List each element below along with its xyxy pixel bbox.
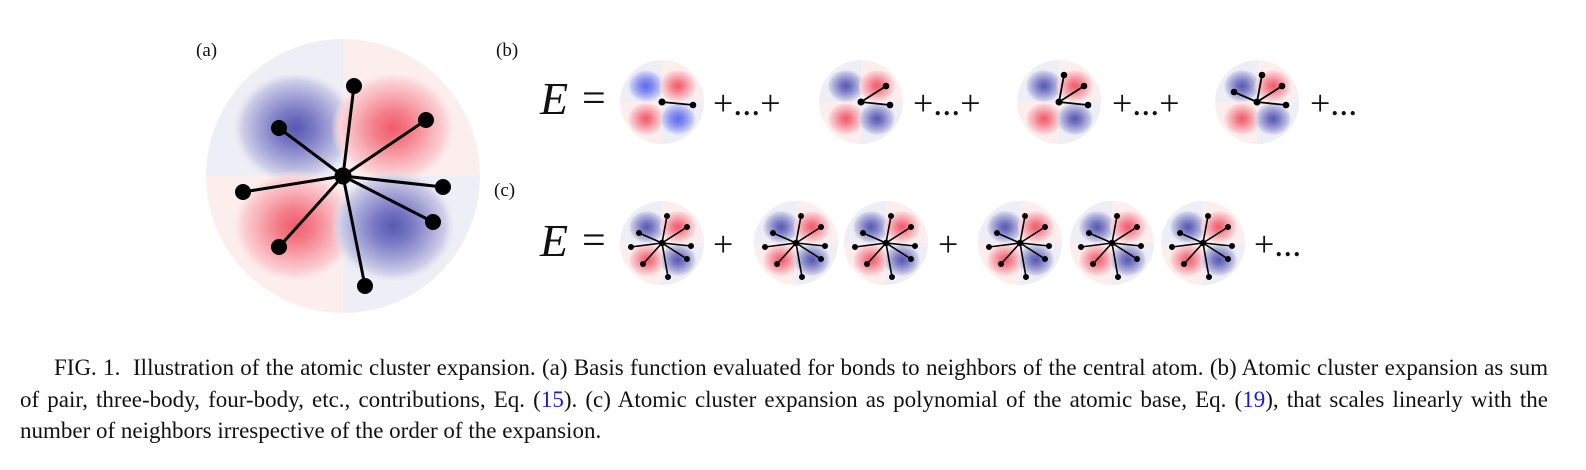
atomic-base-term-3c	[1161, 201, 1245, 285]
equation-c-equals: =	[582, 218, 606, 264]
equation-b-lhs: E	[540, 73, 569, 124]
term-four-body	[1017, 60, 1101, 144]
atomic-base-term-3b	[1070, 201, 1154, 285]
equation-c-op-2: +	[938, 224, 959, 264]
panel-label-c: (c)	[494, 180, 516, 201]
atomic-base-term-1	[620, 201, 704, 285]
caption-label: FIG. 1.	[54, 355, 121, 380]
atomic-base-term-2a	[754, 201, 838, 285]
panel-label-b: (b)	[496, 40, 519, 61]
caption-ref-eq19[interactable]: 19	[1242, 386, 1266, 412]
equation-c-op-3: +...	[1254, 224, 1302, 264]
caption-text-2: ). (c) Atomic cluster expansion as polyn…	[563, 386, 1243, 412]
panel-label-a: (a)	[196, 40, 218, 61]
equation-c-lhs: E	[540, 215, 569, 266]
caption-text-3: ), that scales linearly with the number …	[20, 386, 1548, 444]
equation-b-op-2: +...+	[913, 83, 981, 123]
equation-b-op-1: +...+	[713, 83, 781, 123]
caption-ref-eq15[interactable]: 15	[540, 386, 564, 412]
atomic-base-term-3a	[978, 201, 1062, 285]
equation-c-op-1: +	[713, 224, 734, 264]
equation-b-equals: =	[582, 76, 606, 122]
term-five-body	[1215, 60, 1299, 144]
figure-caption: FIG. 1. Illustration of the atomic clust…	[20, 352, 1548, 447]
equation-b-op-4: +...	[1310, 83, 1358, 123]
term-pair	[620, 60, 704, 144]
atomic-base-term-2b	[844, 201, 928, 285]
figure-graphic	[206, 39, 1299, 313]
equation-b-op-3: +...+	[1112, 83, 1180, 123]
term-three-body	[819, 60, 903, 144]
caption-text-1: Illustration of the atomic cluster expan…	[20, 355, 1548, 412]
basis-function-large	[206, 39, 480, 313]
